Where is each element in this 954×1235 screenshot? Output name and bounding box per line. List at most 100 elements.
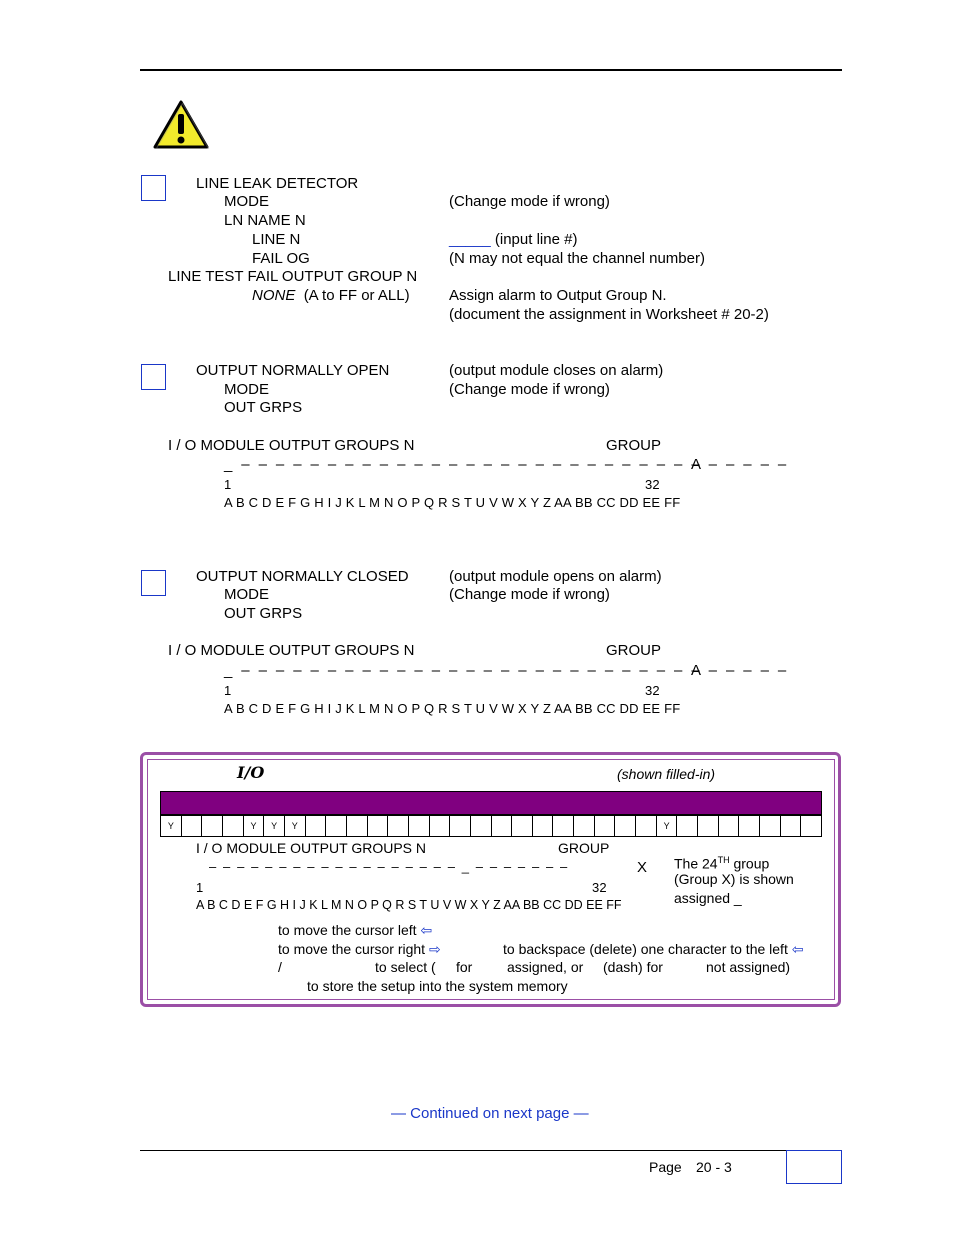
step1-line7: NONE (A to FF or ALL) — [252, 287, 410, 305]
footer-tab-box — [786, 1150, 842, 1184]
example-group-value: X — [637, 859, 648, 876]
step2-letters: A B C D E F G H I J K L M N O P Q R S T … — [224, 495, 681, 510]
step1-right2: _____ (input line #) — [449, 231, 577, 249]
step1-right3: (N may not equal the channel number) — [449, 250, 705, 267]
output-group-cell[interactable]: Y — [285, 816, 306, 836]
example-note-line2: (Group X) is shown — [674, 871, 794, 887]
example-start-num: 1 — [196, 880, 204, 895]
step2-right1: (output module closes on alarm) — [449, 362, 664, 379]
step2-io-header: I / O MODULE OUTPUT GROUPS N — [168, 437, 415, 454]
header-rule — [140, 69, 842, 71]
help-line3e: (dash) for — [603, 959, 663, 975]
step3-start-num: 1 — [224, 683, 232, 698]
step1-right5: (document the assignment in Worksheet # … — [449, 306, 769, 323]
output-group-cell[interactable]: Y — [264, 816, 285, 836]
output-group-cell[interactable] — [223, 816, 244, 836]
step3-io-header: I / O MODULE OUTPUT GROUPS N — [168, 642, 415, 659]
step3-line3: OUT GRPS — [224, 605, 303, 622]
footer-page-label: Page — [649, 1159, 682, 1175]
output-group-cell[interactable]: Y — [161, 816, 182, 836]
note-suffix: group — [729, 855, 770, 872]
output-group-cell[interactable] — [595, 816, 616, 836]
output-group-cell[interactable] — [533, 816, 554, 836]
step3-checkbox[interactable] — [141, 570, 166, 596]
step3-line1: OUTPUT NORMALLY CLOSED — [196, 568, 409, 585]
step1-line4: LINE N — [252, 231, 301, 248]
input-line-hint: (input line #) — [494, 231, 578, 248]
arrow-right-icon: ⇨ — [428, 941, 441, 957]
output-group-cell[interactable] — [553, 816, 575, 836]
help-line3b: to select ( — [375, 959, 436, 975]
output-group-cell[interactable] — [471, 816, 492, 836]
output-group-cell[interactable] — [801, 816, 821, 836]
output-group-cell[interactable] — [202, 816, 223, 836]
output-group-cell[interactable] — [450, 816, 471, 836]
step2-end-num: 32 — [645, 477, 660, 492]
step3-right1: (output module opens on alarm) — [449, 568, 662, 585]
example-group-dashes: – – – – – – – – – – – – – – – – – – _ – … — [209, 859, 569, 874]
output-group-cell[interactable] — [719, 816, 740, 836]
example-group-label: GROUP — [558, 840, 610, 856]
input-line-blank[interactable]: _____ — [449, 231, 491, 248]
example-note-line3: assigned _ — [674, 890, 742, 906]
step3-group-label: GROUP — [606, 642, 662, 659]
example-io-header: I / O MODULE OUTPUT GROUPS N — [196, 840, 426, 856]
help-right-text: to move the cursor right — [278, 941, 426, 957]
output-group-cell[interactable]: Y — [244, 816, 265, 836]
step3-group-value: A — [691, 662, 702, 679]
step2-right2: (Change mode if wrong) — [449, 381, 610, 398]
note-sup: TH — [717, 855, 730, 865]
footer-rule — [140, 1150, 842, 1151]
step1-checkbox[interactable] — [141, 175, 166, 201]
display-bar — [160, 791, 822, 815]
arrow-left-icon: ⇦ — [420, 922, 433, 938]
step3-end-num: 32 — [645, 683, 660, 698]
output-group-cell[interactable] — [760, 816, 781, 836]
output-group-cell[interactable] — [388, 816, 409, 836]
step1-right1: (Change mode if wrong) — [449, 193, 610, 210]
help-backspace-text: to backspace (delete) one character to t… — [503, 941, 788, 957]
output-group-cell[interactable] — [347, 816, 368, 836]
output-group-cell[interactable] — [781, 816, 802, 836]
backspace-arrow-icon: ⇦ — [791, 941, 804, 957]
output-group-cell[interactable] — [326, 816, 347, 836]
output-group-cell[interactable] — [636, 816, 657, 836]
output-group-cell[interactable] — [492, 816, 513, 836]
step2-start-num: 1 — [224, 477, 232, 492]
step1-line2: MODE — [224, 193, 269, 210]
output-group-cell[interactable] — [615, 816, 637, 836]
output-group-cell[interactable] — [182, 816, 203, 836]
help-line3c: for — [456, 959, 473, 975]
output-group-cell[interactable] — [574, 816, 595, 836]
warning-triangle-icon — [152, 99, 210, 156]
continued-link[interactable]: — Continued on next page — — [391, 1105, 589, 1122]
output-group-cell[interactable] — [698, 816, 719, 836]
example-end-num: 32 — [592, 880, 607, 895]
help-line4: to store the setup into the system memor… — [307, 978, 568, 994]
output-group-cell[interactable] — [409, 816, 430, 836]
step3-letters: A B C D E F G H I J K L M N O P Q R S T … — [224, 701, 681, 716]
step3-right2: (Change mode if wrong) — [449, 586, 610, 603]
output-group-cell[interactable] — [512, 816, 533, 836]
step2-checkbox[interactable] — [141, 364, 166, 390]
example-panel-inner — [147, 759, 835, 1000]
output-group-cell[interactable]: Y — [657, 816, 678, 836]
step1-right4: Assign alarm to Output Group N. — [449, 287, 667, 304]
output-group-cell[interactable] — [739, 816, 761, 836]
example-letters: A B C D E F G H I J K L M N O P Q R S T … — [196, 898, 622, 912]
help-left-text: to move the cursor left — [278, 922, 417, 938]
step3-group-dashes: _ – – – – – – – – – – – – – – – – – – – … — [224, 662, 789, 679]
range-hint: (A to FF or ALL) — [303, 287, 410, 304]
step1-line5: FAIL OG — [252, 250, 310, 267]
output-group-cell[interactable] — [306, 816, 327, 836]
help-line3f: not assigned) — [706, 959, 791, 975]
output-group-cell[interactable] — [430, 816, 451, 836]
output-group-cell[interactable] — [368, 816, 389, 836]
output-group-cell[interactable] — [677, 816, 699, 836]
step2-line2: MODE — [224, 381, 269, 398]
footer-page-number: 20 - 3 — [696, 1159, 732, 1175]
step2-group-label: GROUP — [606, 437, 662, 454]
step3-line2: MODE — [224, 586, 269, 603]
step2-group-dashes: _ – – – – – – – – – – – – – – – – – – – … — [224, 456, 789, 473]
